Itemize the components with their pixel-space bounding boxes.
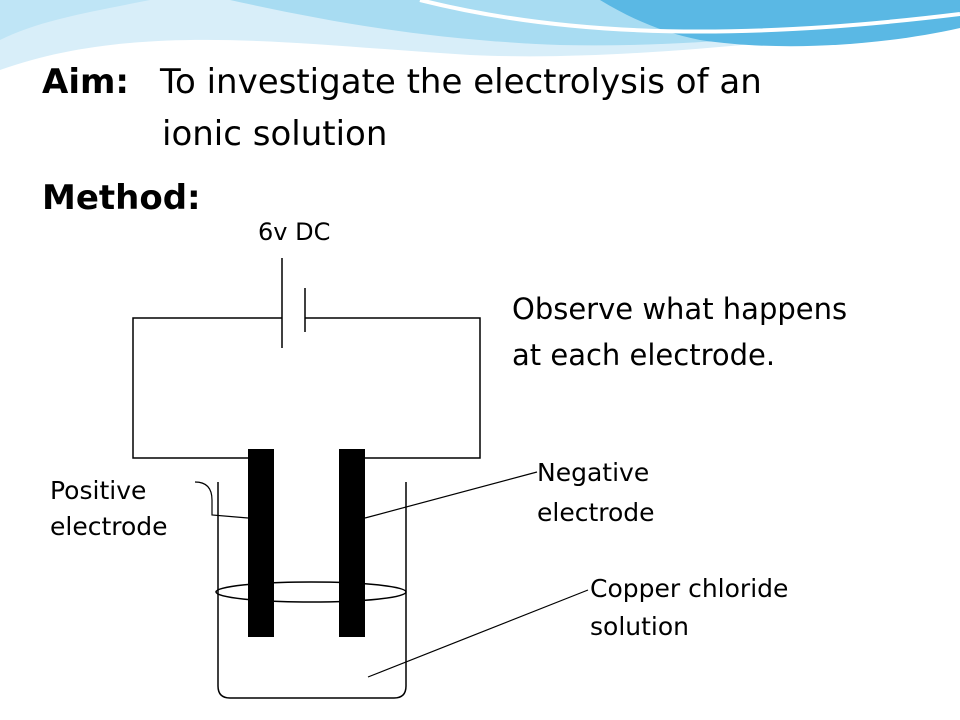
beaker-outline [217,482,407,699]
aim-text-line2: ionic solution [162,114,388,154]
solution-label-line1: Copper chloride [590,574,789,603]
wave-left-curl [0,0,150,40]
solution-surface [215,581,407,603]
method-label: Method: [42,178,201,218]
negative-electrode-label-line1: Negative [537,458,650,487]
wave-white-stripe [419,0,960,34]
negative-electrode [339,449,365,637]
circuit-wire [132,317,481,459]
positive-electrode-label-line1: Positive [50,476,147,505]
negative-electrode-pointer [364,471,538,519]
wave-dark-band [600,0,960,47]
aim-label: Aim: [42,62,129,102]
negative-electrode-label-line2: electrode [537,498,655,527]
solution-pointer [367,589,589,678]
aim-text-line1: To investigate the electrolysis of an [160,62,762,102]
positive-electrode-label-line2: electrode [50,512,168,541]
wave-header-decoration [0,0,960,70]
instruction-line1: Observe what happens [512,292,848,326]
power-supply-label: 6v DC [258,218,331,246]
positive-electrode-pointer [194,481,249,519]
solution-label-line2: solution [590,612,689,641]
positive-electrode [248,449,274,637]
instruction-line2: at each electrode. [512,338,776,372]
